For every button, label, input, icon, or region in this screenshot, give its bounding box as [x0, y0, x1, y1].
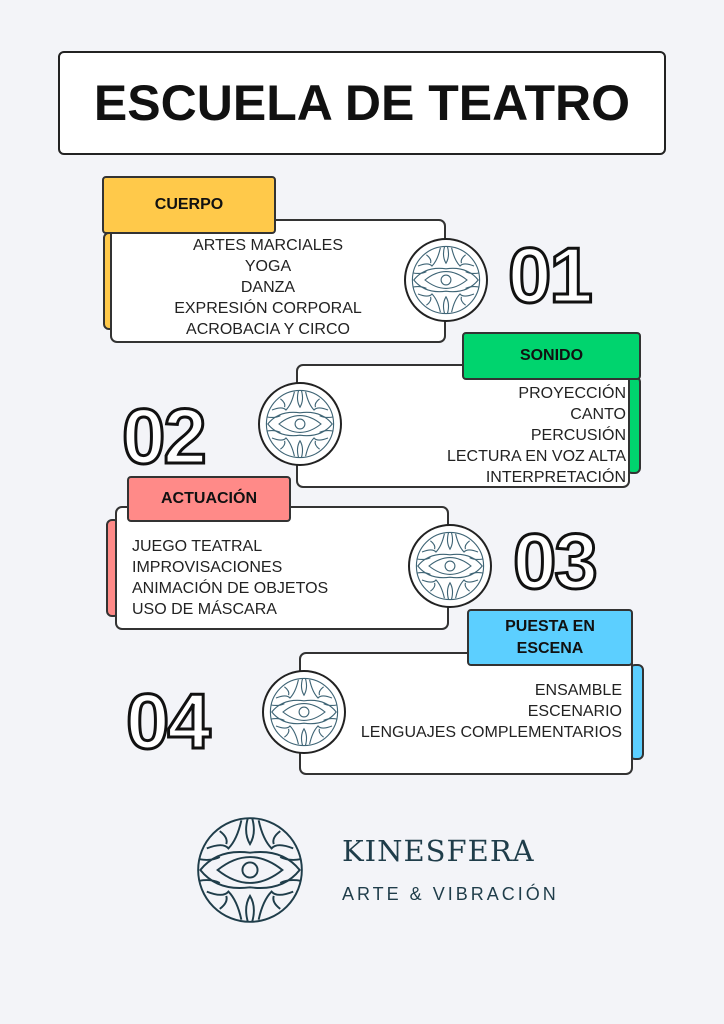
list-item: CANTO: [570, 406, 626, 423]
list-item: EXPRESIÓN CORPORAL: [174, 300, 362, 317]
list-item: DANZA: [240, 279, 296, 296]
brand-tagline: ARTE & VIBRACIÓN: [342, 884, 559, 904]
list-item: ENSAMBLE: [534, 682, 622, 699]
emblem-icon: [408, 524, 492, 608]
section-3-tab: ACTUACIÓN: [127, 476, 291, 522]
list-item: LECTURA EN VOZ ALTA: [446, 448, 626, 465]
list-item: USO DE MÁSCARA: [132, 601, 277, 618]
list-item: ACROBACIA Y CIRCO: [186, 321, 350, 338]
section-2-tab: SONIDO: [462, 332, 641, 380]
list-item: LENGUAJES COMPLEMENTARIOS: [360, 724, 622, 741]
section-1-tab: CUERPO: [102, 176, 276, 234]
section-number: 02: [121, 392, 209, 480]
section-1-card: [110, 219, 446, 343]
list-item: JUEGO TEATRAL: [132, 538, 263, 555]
brand-name: KINESFERA: [342, 834, 535, 868]
list-item: ARTES MARCIALES: [193, 237, 343, 254]
section-4-card: [299, 652, 633, 775]
section-3-items: JUEGO TEATRAL IMPROVISACIONES ANIMACIÓN …: [132, 536, 328, 620]
section-number: 03: [512, 517, 600, 605]
list-item: PROYECCIÓN: [518, 385, 626, 402]
list-item: INTERPRETACIÓN: [485, 469, 626, 486]
emblem-icon: [262, 670, 346, 754]
list-item: IMPROVISACIONES: [132, 559, 283, 576]
emblem-icon: [258, 382, 342, 466]
emblem-icon: [404, 238, 488, 322]
kinesfera-logo-icon: [196, 816, 304, 924]
section-4-tab: PUESTA EN ESCENA: [467, 609, 633, 666]
section-number: 04: [125, 677, 213, 765]
section-4-items: ENSAMBLE ESCENARIO LENGUAJES COMPLEMENTA…: [340, 680, 622, 743]
list-item: ESCENARIO: [527, 703, 622, 720]
list-item: ANIMACIÓN DE OBJETOS: [132, 580, 329, 597]
section-number: 01: [507, 231, 595, 319]
list-item: PERCUSIÓN: [530, 427, 626, 444]
section-1-items: ARTES MARCIALES YOGA DANZA EXPRESIÓN COR…: [130, 235, 406, 340]
section-3-card: [115, 506, 449, 630]
list-item: YOGA: [244, 258, 292, 275]
page-title: ESCUELA DE TEATRO: [58, 51, 666, 155]
section-2-items: PROYECCIÓN CANTO PERCUSIÓN LECTURA EN VO…: [340, 383, 626, 488]
